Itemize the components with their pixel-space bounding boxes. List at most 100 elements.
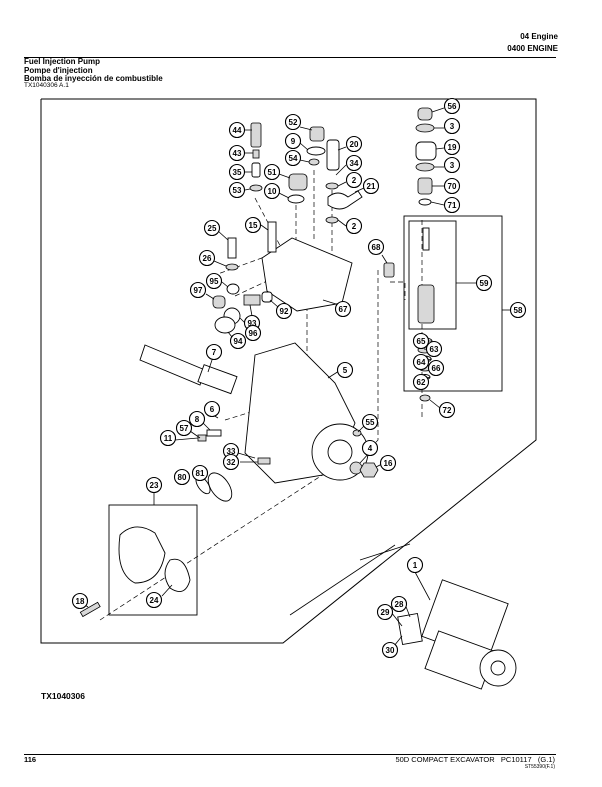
part-piston-92 bbox=[261, 291, 273, 303]
callout-30: 30 bbox=[381, 641, 399, 659]
callout-circle bbox=[173, 468, 191, 486]
callout-label: 63 bbox=[430, 345, 439, 354]
callout-circle bbox=[345, 217, 363, 235]
callout-3: 3 bbox=[443, 117, 461, 135]
callout-circle bbox=[345, 135, 363, 153]
part-plug-52 bbox=[309, 126, 325, 142]
callout-label: 4 bbox=[368, 444, 373, 453]
callout-63: 63 bbox=[425, 340, 443, 358]
part-bolt-18 bbox=[79, 601, 101, 618]
callout-circle bbox=[443, 97, 461, 115]
callout-35: 35 bbox=[228, 163, 246, 181]
footer-publication: 50D COMPACT EXCAVATOR PC10117 (G.1) bbox=[395, 755, 555, 764]
callout-circle bbox=[203, 219, 221, 237]
callout-circle bbox=[191, 464, 209, 482]
callout-44: 44 bbox=[228, 121, 246, 139]
callout-circle bbox=[362, 177, 380, 195]
callout-label: 6 bbox=[210, 405, 215, 414]
part-screw-32 bbox=[257, 457, 271, 465]
part-screw-55 bbox=[352, 429, 362, 437]
callout-circle bbox=[379, 454, 397, 472]
revision: (G.1) bbox=[537, 755, 555, 764]
part-holder-19 bbox=[415, 141, 437, 161]
callout-label: 81 bbox=[196, 469, 205, 478]
callout-label: 33 bbox=[227, 447, 236, 456]
callout-label: 66 bbox=[432, 364, 441, 373]
part-ring-95 bbox=[226, 283, 240, 295]
callout-95: 95 bbox=[205, 272, 223, 290]
callout-23: 23 bbox=[145, 476, 163, 494]
callout-circle bbox=[228, 181, 246, 199]
section-title: 04 Engine bbox=[520, 32, 558, 41]
part-spring-68 bbox=[383, 262, 395, 278]
callout-label: 18 bbox=[76, 597, 85, 606]
callout-label: 9 bbox=[291, 137, 296, 146]
callout-label: 26 bbox=[203, 254, 212, 263]
callout-97: 97 bbox=[189, 281, 207, 299]
callout-label: 54 bbox=[289, 154, 298, 163]
callout-label: 72 bbox=[443, 406, 452, 415]
callout-circle bbox=[345, 154, 363, 172]
callout-circle bbox=[205, 343, 223, 361]
callout-circle bbox=[205, 272, 223, 290]
callout-circle bbox=[203, 400, 221, 418]
title-block: Fuel Injection Pump Pompe d'injection Bo… bbox=[24, 57, 163, 84]
callout-62: 62 bbox=[412, 373, 430, 391]
part-washer-54 bbox=[308, 158, 320, 166]
callout-label: 25 bbox=[208, 224, 217, 233]
callout-65: 65 bbox=[412, 332, 430, 350]
callout-label: 80 bbox=[178, 473, 187, 482]
callout-25: 25 bbox=[203, 219, 221, 237]
callout-label: 7 bbox=[212, 348, 217, 357]
part-union-21 bbox=[327, 190, 363, 210]
callout-label: 56 bbox=[448, 102, 457, 111]
callout-circle bbox=[509, 301, 527, 319]
callout-label: 32 bbox=[227, 458, 236, 467]
callout-circle bbox=[443, 117, 461, 135]
callout-58: 58 bbox=[509, 301, 527, 319]
callout-32: 32 bbox=[222, 453, 240, 471]
callout-label: 96 bbox=[249, 329, 258, 338]
callout-circle bbox=[275, 302, 293, 320]
callout-6: 6 bbox=[203, 400, 221, 418]
callout-circle bbox=[390, 595, 408, 613]
callout-94: 94 bbox=[229, 332, 247, 350]
part-oring-9 bbox=[306, 146, 326, 156]
callout-label: 28 bbox=[395, 600, 404, 609]
part-assembled-pump bbox=[397, 579, 517, 690]
part-fitting-44 bbox=[250, 122, 262, 148]
part-washer-72 bbox=[419, 394, 431, 402]
callout-circle bbox=[438, 401, 456, 419]
part-valve-35 bbox=[251, 162, 261, 178]
part-plunger bbox=[422, 227, 430, 251]
callout-circle bbox=[71, 592, 89, 610]
callout-label: 95 bbox=[210, 277, 219, 286]
part-washer-2a bbox=[325, 182, 339, 190]
callout-label: 55 bbox=[366, 418, 375, 427]
callout-circle bbox=[263, 163, 281, 181]
callout-label: 53 bbox=[233, 186, 242, 195]
header-rule bbox=[24, 57, 556, 58]
callout-label: 67 bbox=[339, 305, 348, 314]
callout-57: 57 bbox=[175, 419, 193, 437]
part-flange-hub bbox=[327, 439, 353, 465]
callout-label: 30 bbox=[386, 646, 395, 655]
part-fitting-25 bbox=[227, 237, 237, 259]
callout-label: 2 bbox=[352, 222, 357, 231]
callout-15: 15 bbox=[244, 216, 262, 234]
callout-label: 16 bbox=[384, 459, 393, 468]
callout-circle bbox=[334, 300, 352, 318]
callout-label: 34 bbox=[350, 159, 359, 168]
callout-circle bbox=[345, 171, 363, 189]
callout-51: 51 bbox=[263, 163, 281, 181]
callout-54: 54 bbox=[284, 149, 302, 167]
footer-rule bbox=[24, 754, 556, 755]
callout-label: 8 bbox=[195, 415, 200, 424]
callout-label: 97 bbox=[194, 286, 203, 295]
callout-label: 11 bbox=[164, 434, 173, 443]
parts bbox=[79, 107, 517, 690]
part-washer-4 bbox=[349, 461, 363, 475]
callout-label: 5 bbox=[343, 366, 348, 375]
callout-label: 62 bbox=[417, 378, 426, 387]
part-washer-2b bbox=[325, 216, 339, 224]
